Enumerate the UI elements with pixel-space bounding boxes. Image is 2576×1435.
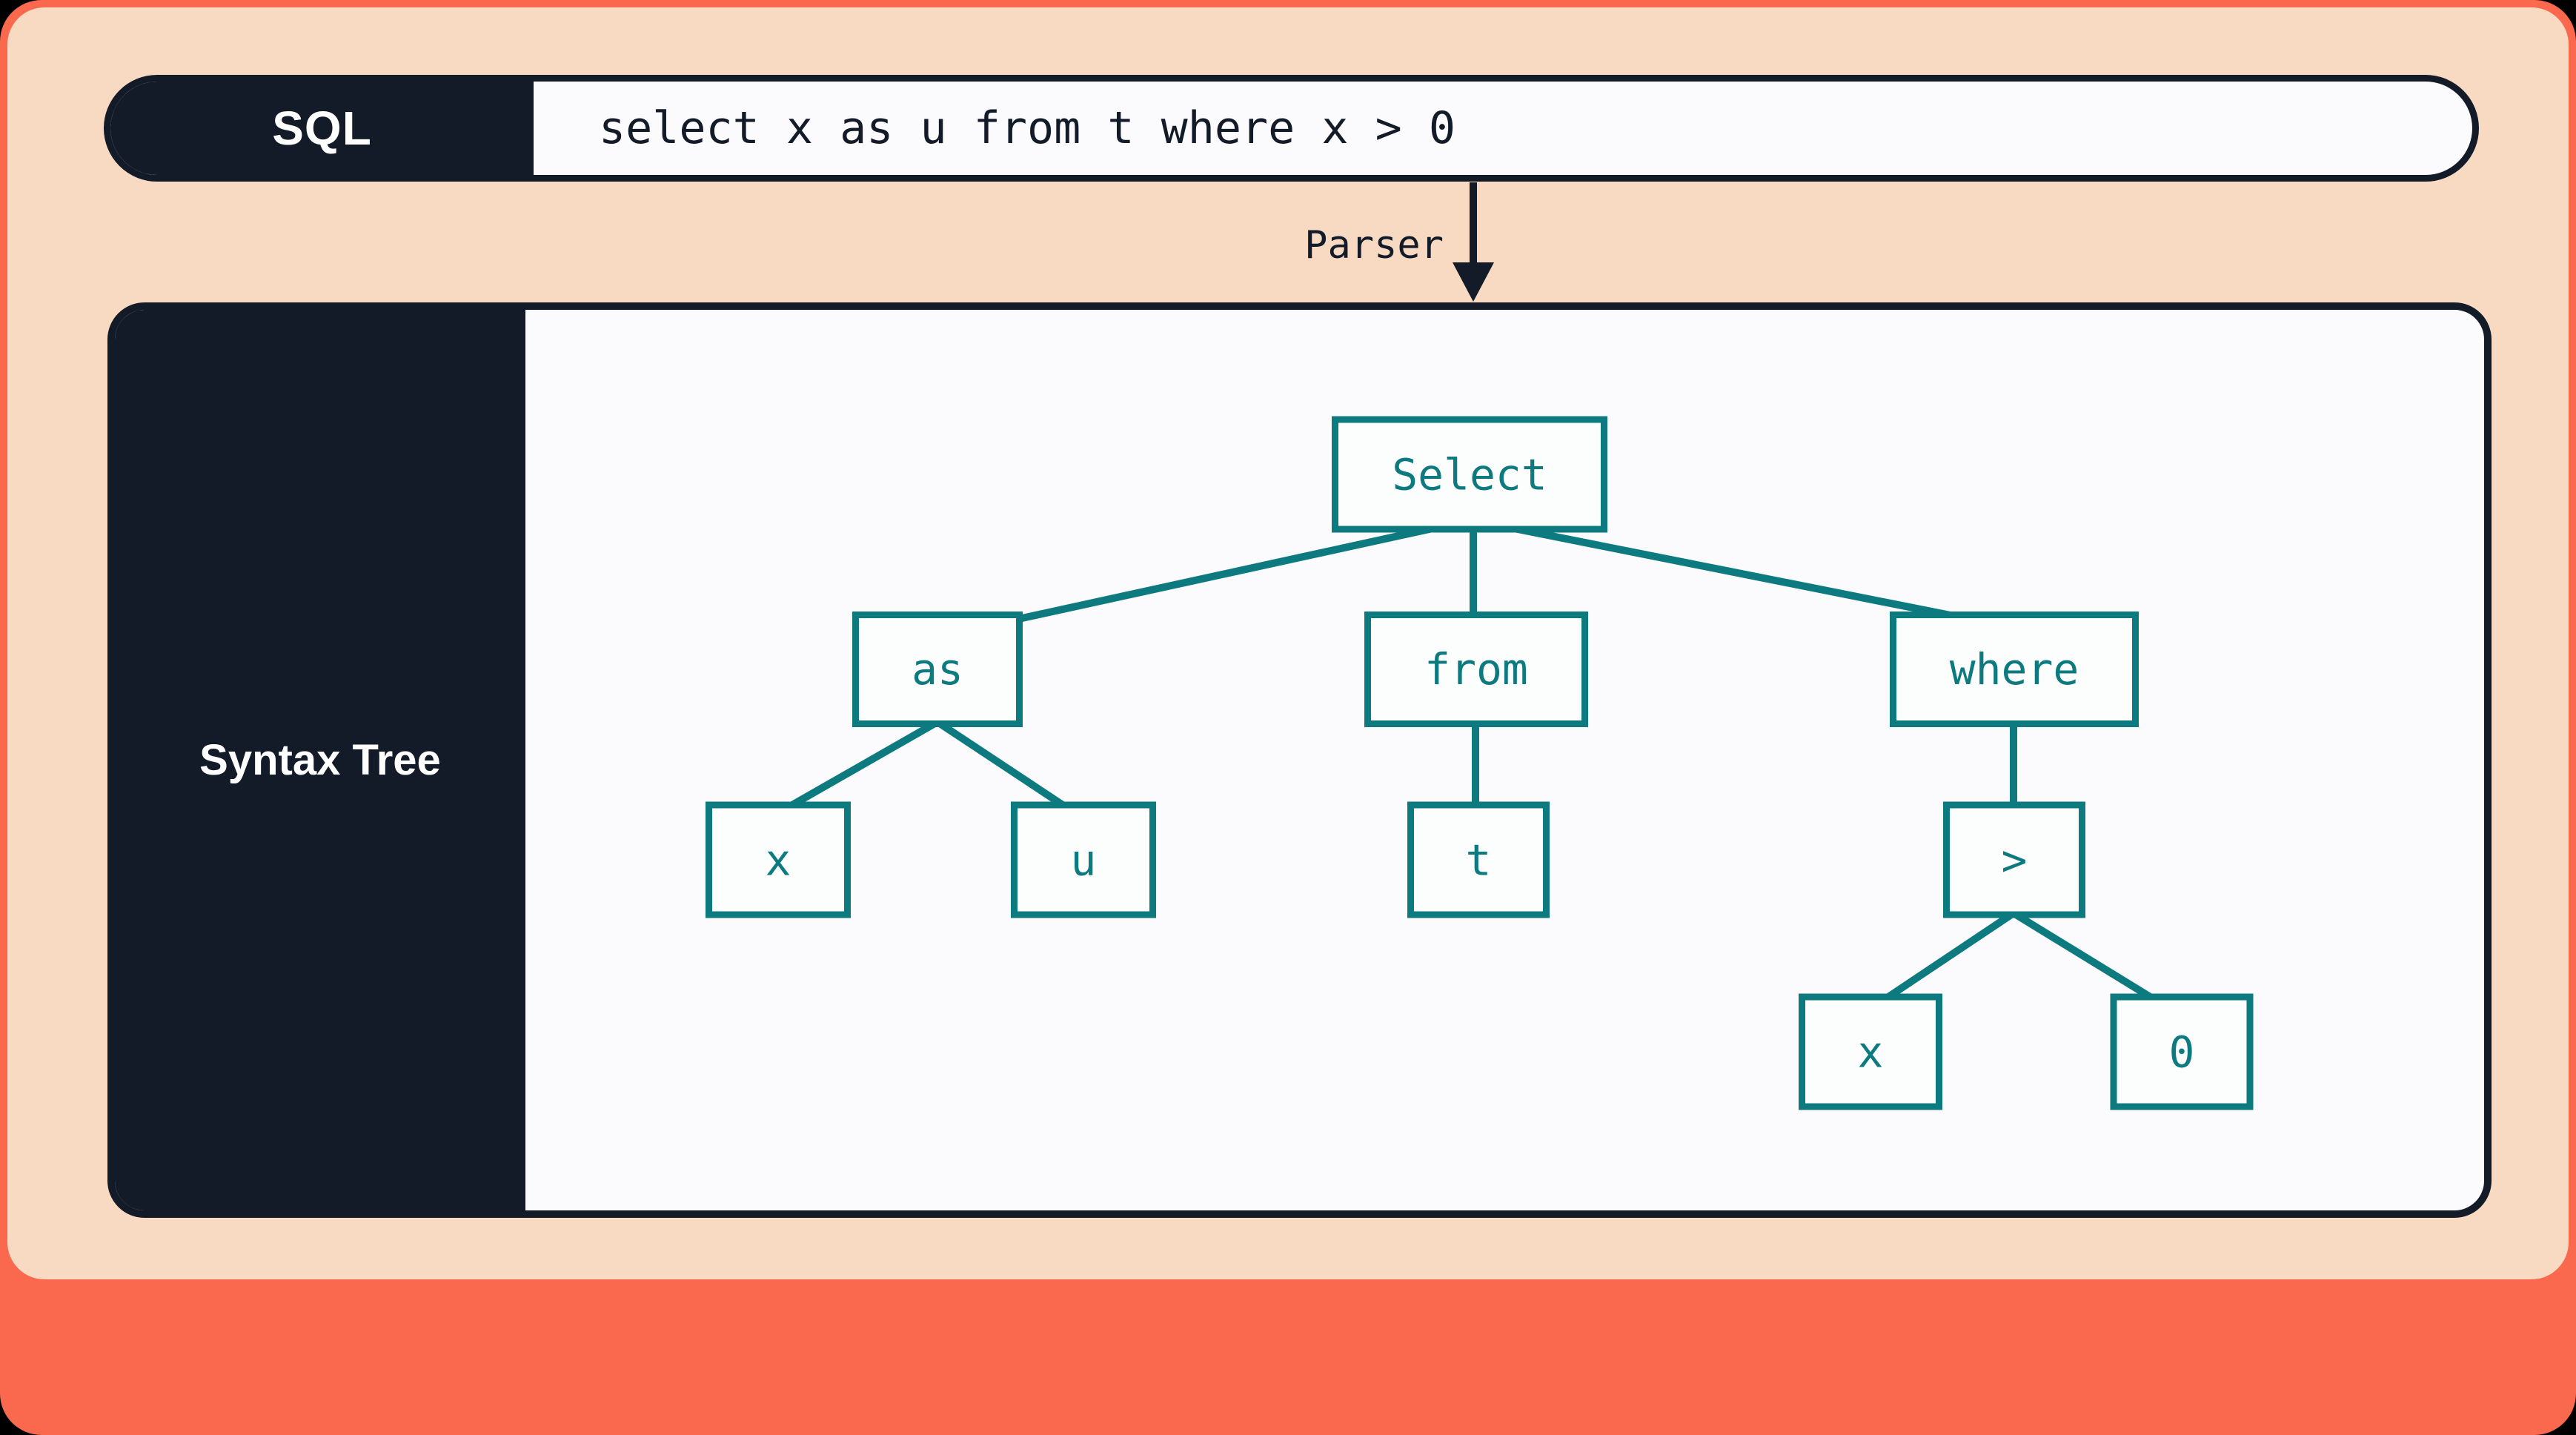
tree-node-gt: > — [1943, 801, 2085, 918]
tree-node-x1: x — [706, 801, 851, 918]
syntax-tree-box: Syntax Tree — [107, 302, 2492, 1218]
tree-node-t: t — [1407, 801, 1550, 918]
syntax-tree-label: Syntax Tree — [199, 736, 441, 784]
tree-node-zero: 0 — [2110, 993, 2254, 1110]
sql-query-text: select x as u from t where x > 0 — [599, 102, 1455, 154]
parser-label: Parser — [1304, 223, 1444, 268]
footer-bar: Parsers Recognize the Structure of the Q… — [0, 1279, 2576, 1435]
sql-pill: SQL select x as u from t where x > 0 — [104, 75, 2479, 182]
syntax-tree-label-panel: Syntax Tree — [115, 310, 525, 1210]
tree-node-u: u — [1011, 801, 1156, 918]
tree-node-from: from — [1364, 612, 1588, 727]
tree-node-x2: x — [1799, 993, 1942, 1110]
tree-node-as: as — [852, 612, 1023, 727]
sql-pill-label: SQL — [110, 82, 534, 175]
tree-node-where: where — [1890, 612, 2139, 727]
tree-node-select: Select — [1332, 416, 1607, 533]
